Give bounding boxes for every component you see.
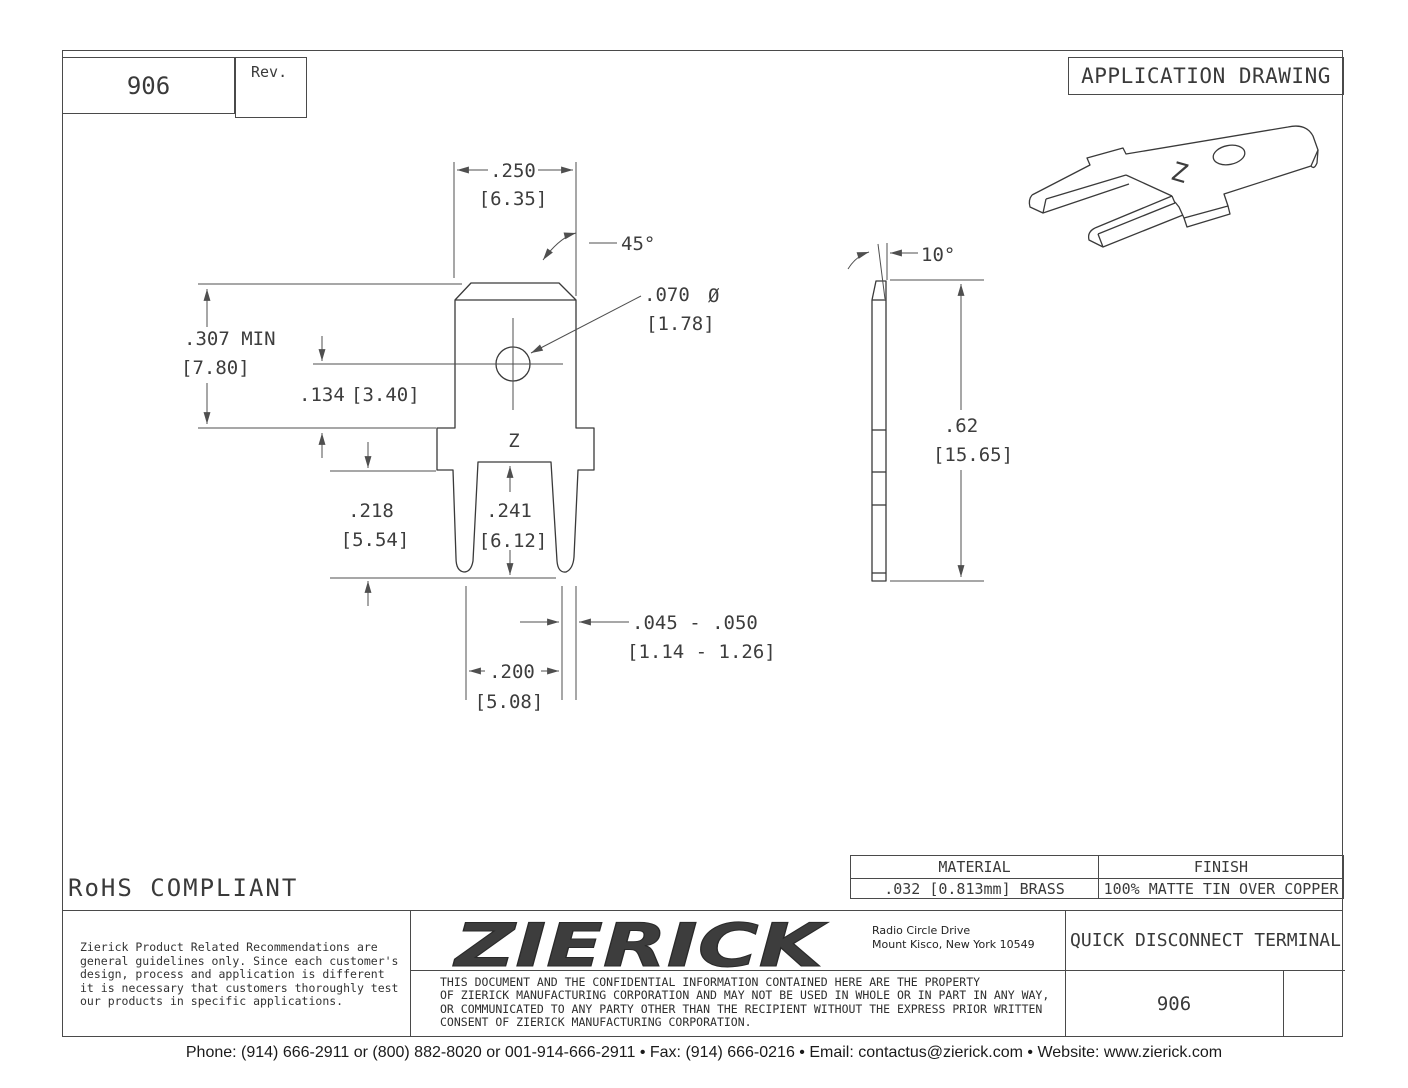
revision-label: Rev. [251, 63, 288, 81]
dim-bend-angle: 10° [847, 243, 955, 300]
product-title: QUICK DISCONNECT TERMINAL [1070, 929, 1341, 951]
svg-text:.070: .070 [644, 284, 690, 306]
dim-chamfer-angle: 45° [542, 232, 655, 261]
material-value: .032 [0.813mm] BRASS [851, 878, 1098, 898]
finish-header: FINISH [1098, 856, 1343, 878]
material-header: MATERIAL [938, 858, 1011, 876]
front-view: Z .250 [6.35] 45° .070 Ø [1.78] [181, 160, 776, 713]
svg-text:.218: .218 [348, 500, 394, 522]
dim-hole-to-seat: .134 [3.40] [299, 336, 420, 458]
zierick-logo: ZIERICK [452, 911, 829, 981]
sheet-border [62, 50, 1343, 1037]
svg-text:[7.80]: [7.80] [181, 357, 250, 379]
part-number-box: 906 [62, 57, 235, 114]
rohs-compliant-label: RoHS COMPLIANT [68, 874, 299, 902]
svg-text:[5.54]: [5.54] [341, 529, 410, 551]
side-section-lines [872, 299, 886, 574]
svg-text:[1.78]: [1.78] [646, 313, 715, 335]
svg-text:[5.08]: [5.08] [475, 691, 544, 713]
svg-text:[15.65]: [15.65] [933, 444, 1013, 466]
drawing-type-box: APPLICATION DRAWING [1068, 57, 1344, 95]
svg-text:.134: .134 [299, 384, 345, 406]
dim-leg-tip-width: .045 - .050 [1.14 - 1.26] [520, 586, 776, 700]
svg-text:.045 - .050: .045 - .050 [632, 612, 758, 634]
dim-overall-height: .62 [15.65] [890, 279, 1013, 582]
titleblock-divider-small [1283, 970, 1284, 1037]
dim-min-height: .307 MIN [7.80] [181, 283, 462, 429]
spec-table: MATERIAL FINISH .032 [0.813mm] BRASS 100… [850, 855, 1344, 899]
svg-text:[6.35]: [6.35] [479, 188, 548, 210]
svg-text:[1.14 - 1.26]: [1.14 - 1.26] [627, 641, 776, 663]
drawing-type-label: APPLICATION DRAWING [1081, 64, 1331, 88]
terminal-side-outline [871, 280, 887, 582]
dim-leg-length: .218 [5.54] [330, 442, 556, 606]
confidentiality-note: THIS DOCUMENT AND THE CONFIDENTIAL INFOR… [440, 975, 1050, 1030]
dim-leg-spacing: .200 [5.08] [465, 586, 559, 713]
terminal-front-outline [436, 282, 595, 573]
dim-slot-depth: .241 [6.12] [479, 466, 548, 575]
side-view: 10° .62 [15.65] [847, 243, 1013, 582]
svg-text:.250: .250 [490, 160, 536, 182]
part-number-bottom: 906 [1156, 992, 1192, 1015]
svg-text:Ø: Ø [708, 285, 720, 307]
svg-text:.307 MIN: .307 MIN [184, 328, 276, 350]
dim-blade-width: .250 [6.35] [453, 160, 577, 296]
dim-hole-diameter: .070 Ø [1.78] [530, 284, 720, 354]
front-z-marking: Z [508, 430, 519, 452]
company-address: Radio Circle Drive Mount Kisco, New York… [872, 924, 1035, 951]
svg-text:[6.12]: [6.12] [479, 530, 548, 552]
part-number-top: 906 [126, 71, 171, 100]
titleblock-divider-right [1065, 910, 1066, 1037]
svg-text:.200: .200 [489, 661, 535, 683]
svg-text:45°: 45° [621, 233, 655, 255]
svg-text:.241: .241 [486, 500, 532, 522]
titleblock-mid-line [410, 970, 1345, 971]
revision-box: Rev. [235, 57, 307, 118]
recommendations-note: Zierick Product Related Recommendations … [80, 940, 399, 1009]
titleblock-divider-left [410, 910, 411, 1037]
svg-text:10°: 10° [921, 244, 955, 266]
titleblock-top-line [62, 910, 1343, 911]
svg-text:[3.40]: [3.40] [351, 384, 420, 406]
iso-hole [1212, 144, 1246, 166]
contact-footer: Phone: (914) 666-2911 or (800) 882-8020 … [185, 1044, 1223, 1061]
svg-text:.62: .62 [944, 415, 978, 437]
finish-value: 100% MATTE TIN OVER COPPER [1098, 878, 1343, 898]
